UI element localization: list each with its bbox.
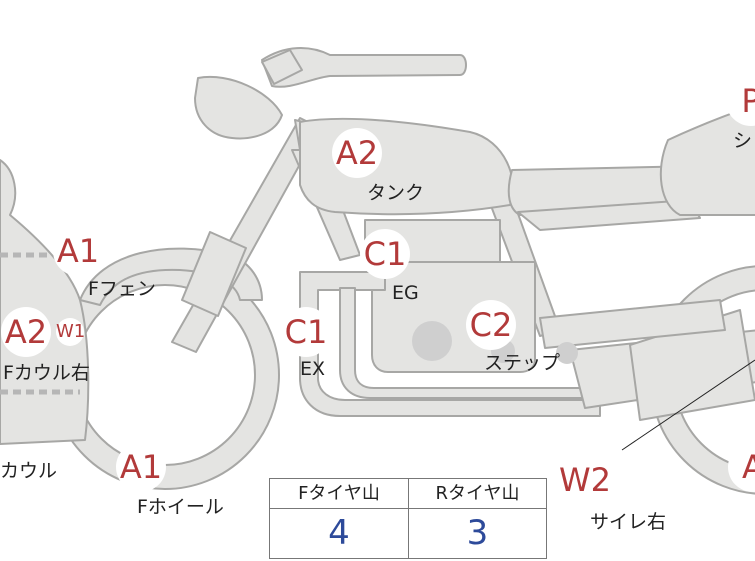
swing-arm xyxy=(539,299,726,349)
marker-eg-code: C1 xyxy=(360,229,410,279)
rear-cowl xyxy=(659,104,755,216)
rear-tire-header: Rタイヤ山 xyxy=(409,479,546,509)
marker-muffler-right-code: W2 xyxy=(559,455,611,505)
exhaust xyxy=(299,271,601,417)
marker-eg-label: EG xyxy=(392,282,419,304)
marker-w1-code: W1 xyxy=(56,318,85,346)
marker-tank-code: A2 xyxy=(332,128,382,178)
marker-cowl-label: カウル xyxy=(0,460,58,482)
tire-tread-table: Fタイヤ山 Rタイヤ山 4 3 xyxy=(269,478,547,559)
rear-tire-value: 3 xyxy=(466,513,489,553)
headlight xyxy=(194,75,283,140)
handlebar xyxy=(261,47,467,88)
front-tire-value: 4 xyxy=(270,509,409,558)
engine-bolt xyxy=(412,321,452,361)
step-dot xyxy=(556,342,578,364)
marker-tank-label: タンク xyxy=(367,182,425,204)
leader-line xyxy=(621,359,755,451)
marker-fwheel-label: Fホイール xyxy=(137,496,224,518)
front-tire-header: Fタイヤ山 xyxy=(270,479,409,509)
marker-step-code: C2 xyxy=(466,300,516,350)
marker-fcowl-right-code: A2 xyxy=(1,307,51,357)
marker-step-label: ステップ xyxy=(484,352,561,374)
marker-p-label: シ xyxy=(733,130,753,152)
marker-muffler-right-label: サイレ右 xyxy=(590,511,667,533)
marker-ex-code: C1 xyxy=(281,307,331,357)
marker-fcowl-right-label: Fカウル右 xyxy=(3,362,90,384)
marker-ex-label: EX xyxy=(300,358,326,380)
marker-ffender-code: A1 xyxy=(53,226,103,276)
marker-fwheel-code: A1 xyxy=(116,442,166,492)
front-cowl xyxy=(0,159,90,445)
marker-ffender-label: Fフェン xyxy=(88,278,156,300)
